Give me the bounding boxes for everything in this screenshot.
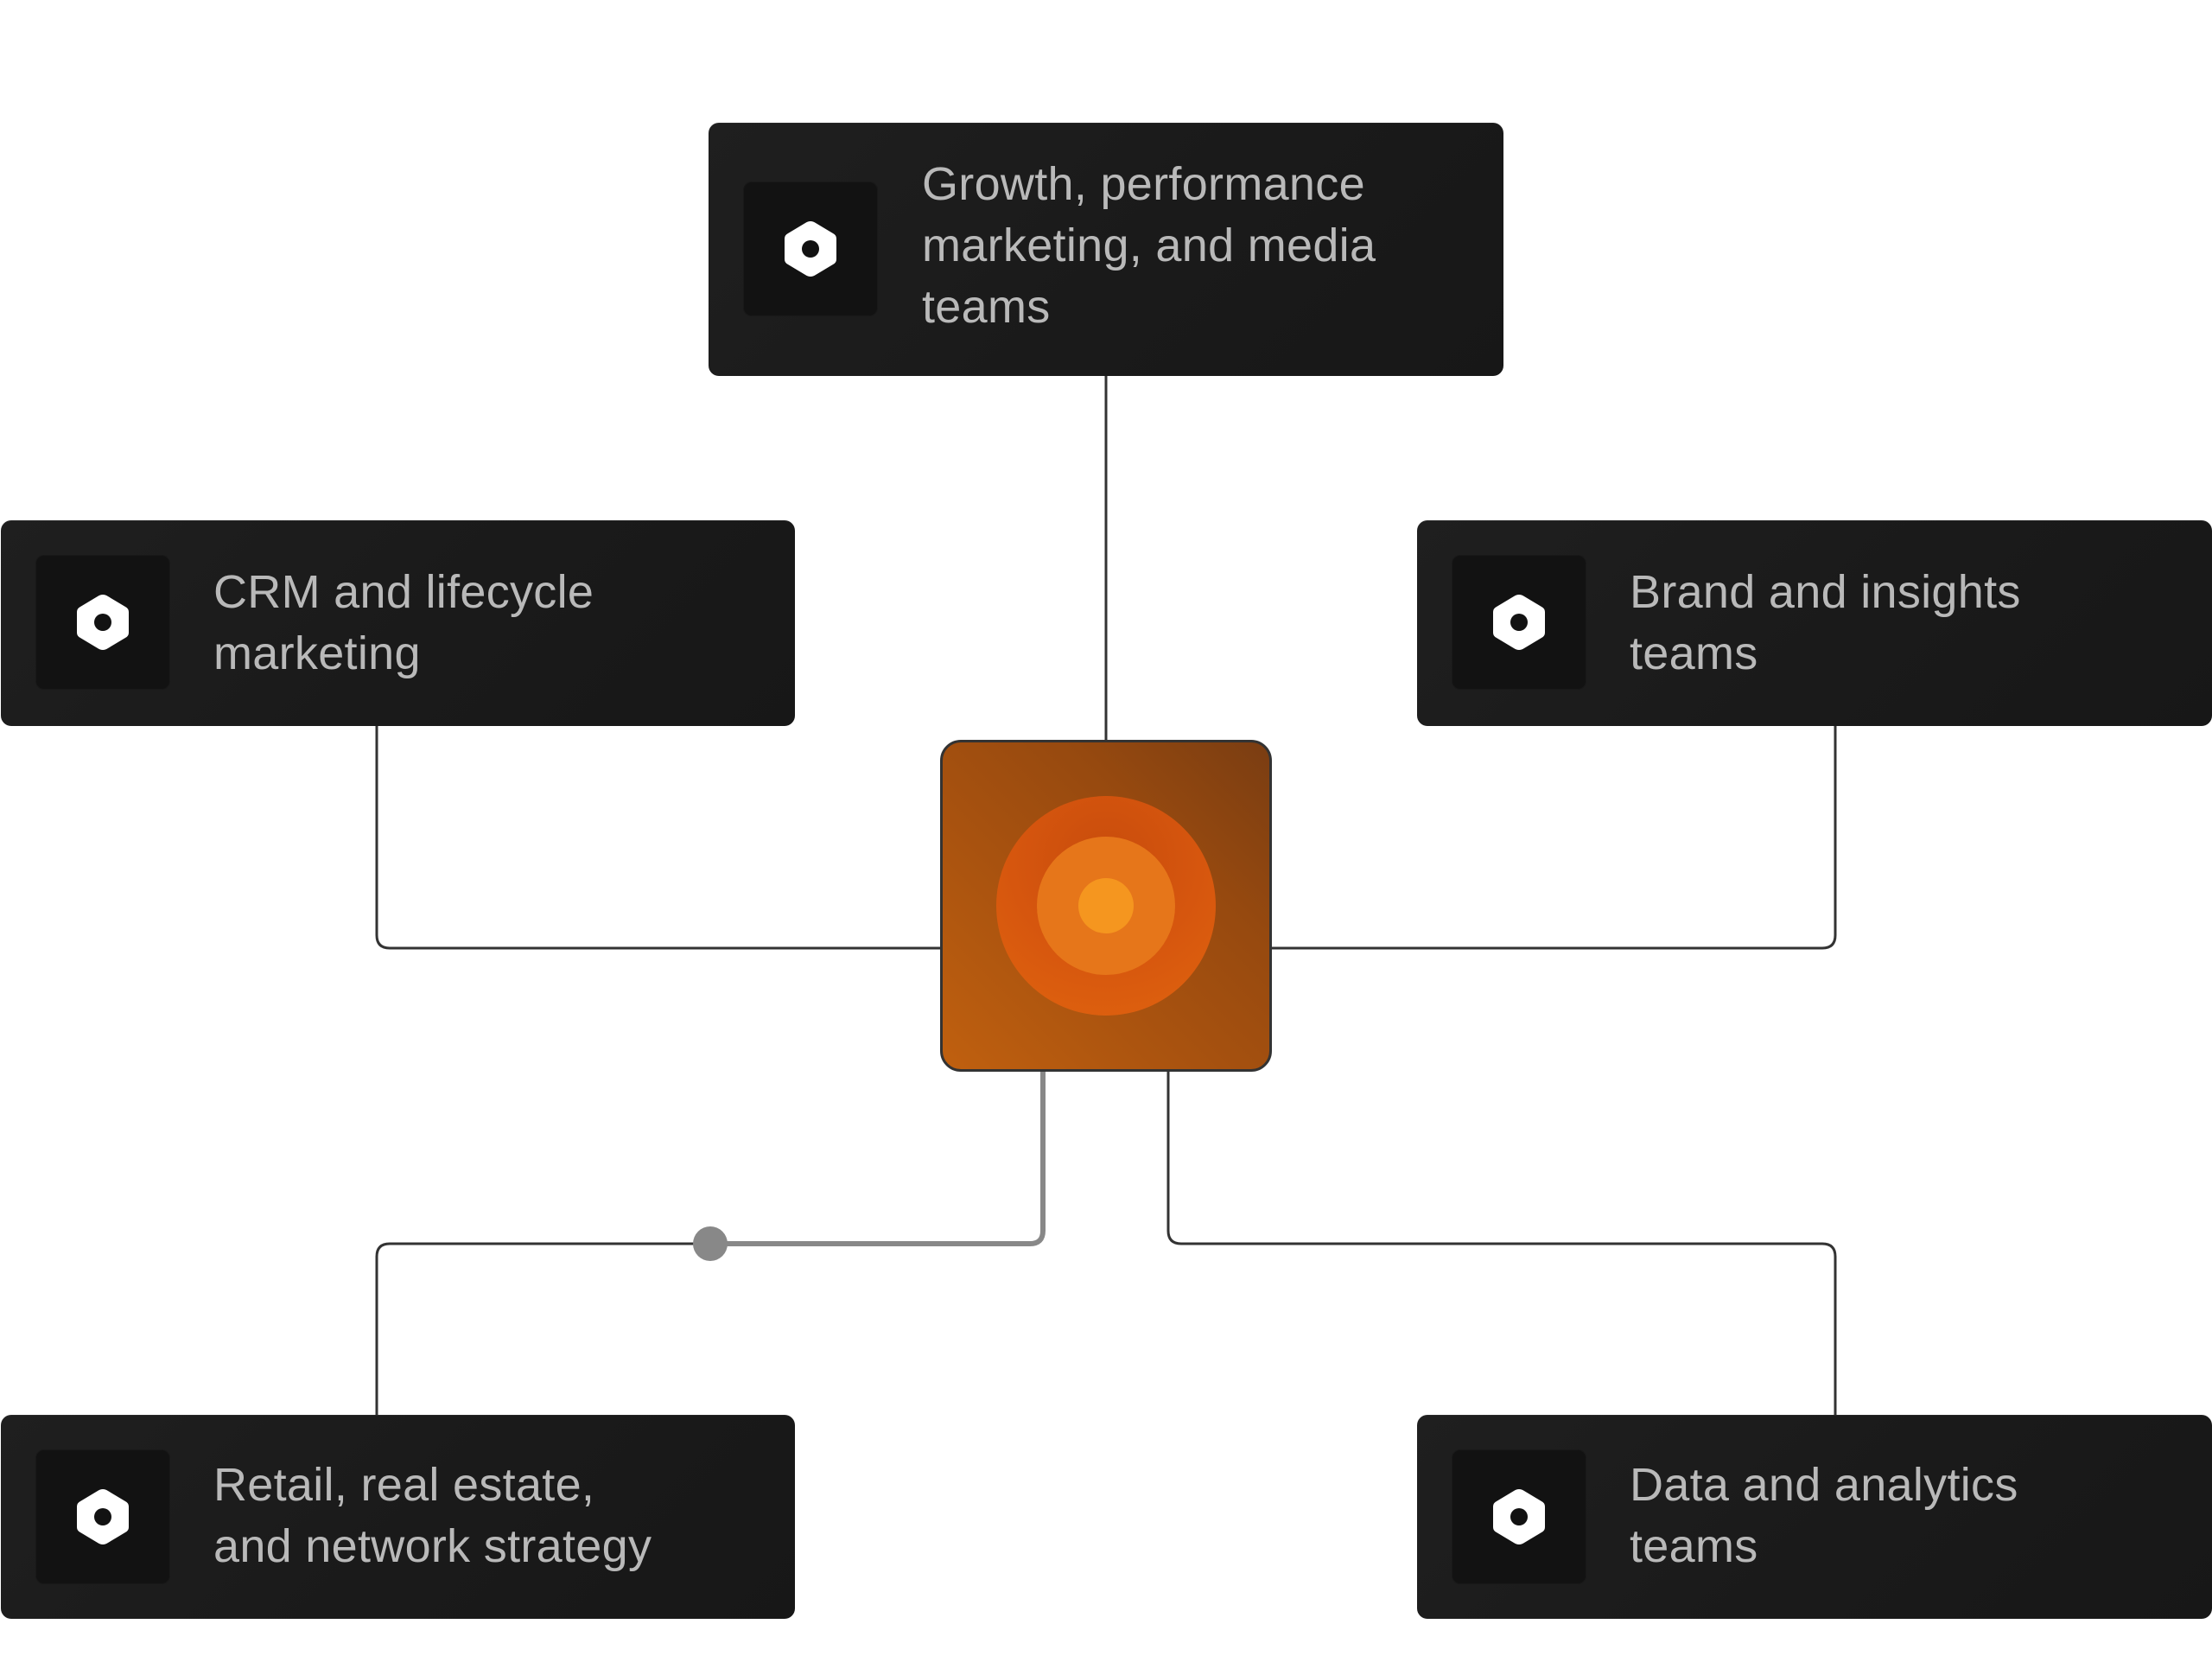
node-icon-box [35,555,170,690]
node-icon-box [743,182,878,316]
node-card-retail[interactable]: Retail, real estate, and network strateg… [1,1415,795,1619]
node-card-data-analytics[interactable]: Data and analytics teams [1417,1415,2212,1619]
hex-nut-icon [77,595,129,650]
hex-nut-icon [1493,1489,1545,1544]
connector-bottom-left [375,1242,710,1415]
node-icon-box [1452,555,1586,690]
hex-nut-icon [785,221,836,277]
node-label: Growth, performance marketing, and media… [922,158,1376,333]
connector-progress-dot[interactable] [693,1226,728,1261]
connector-bottom-right [1166,1072,1837,1415]
node-label: Brand and insights teams [1630,566,2021,679]
node-label: Data and analytics teams [1630,1459,2018,1572]
node-icon-box [1452,1449,1586,1584]
node-label: Retail, real estate, and network strateg… [213,1459,652,1572]
node-card-growth[interactable]: Growth, performance marketing, and media… [709,123,1503,376]
node-icon-box [35,1449,170,1584]
node-label: CRM and lifecycle marketing [213,566,594,679]
connector-left [375,726,940,950]
concentric-target-icon-core [1078,878,1134,933]
node-card-brand[interactable]: Brand and insights teams [1417,520,2212,726]
hex-nut-icon [77,1489,129,1544]
node-card-crm[interactable]: CRM and lifecycle marketing [1,520,795,726]
hex-nut-icon [1493,595,1545,650]
connector-right [1272,726,1837,950]
central-hub[interactable] [940,740,1272,1072]
connector-bottom-left-highlight [710,1072,1046,1246]
